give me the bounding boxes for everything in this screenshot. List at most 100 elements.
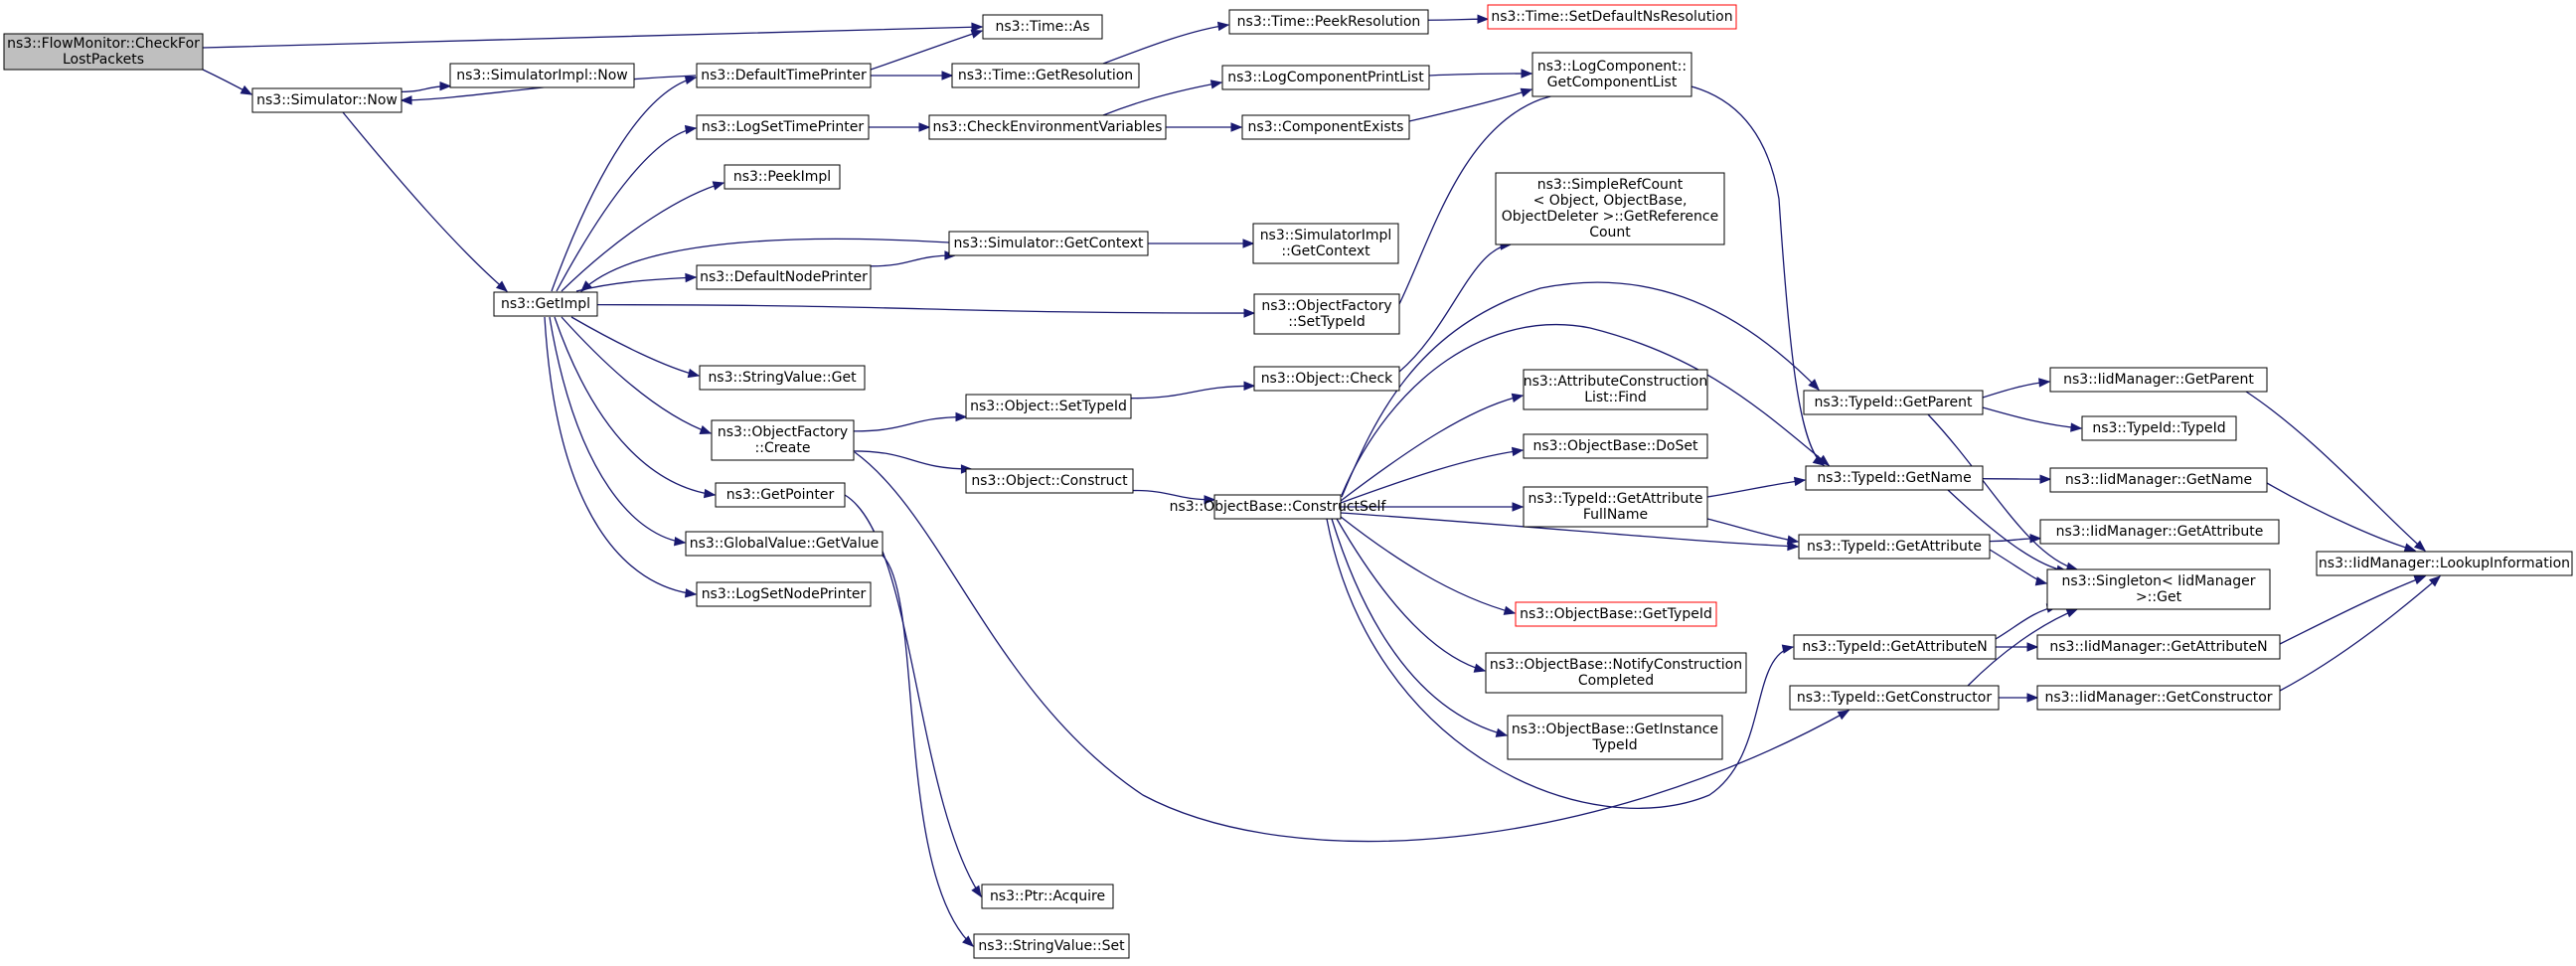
node-simimpl_getcontext[interactable]: ns3::SimulatorImpl::GetContext	[1252, 223, 1399, 264]
arrowhead-icon	[2038, 378, 2051, 388]
node-logcompprintlist[interactable]: ns3::LogComponentPrintList	[1221, 65, 1430, 90]
node-peekimpl[interactable]: ns3::PeekImpl	[724, 164, 841, 190]
node-sim_getcontext[interactable]: ns3::Simulator::GetContext	[948, 231, 1149, 256]
node-object_check[interactable]: ns3::Object::Check	[1253, 366, 1400, 392]
node-box	[696, 264, 872, 290]
node-objbase_doset[interactable]: ns3::ObjectBase::DoSet	[1523, 433, 1708, 459]
arrowhead-icon	[1503, 605, 1517, 615]
node-objfactory_create[interactable]: ns3::ObjectFactory::Create	[711, 419, 855, 461]
node-label: ns3::Singleton< IidManager	[2062, 573, 2256, 589]
node-getimpl[interactable]: ns3::GetImpl	[493, 291, 598, 317]
node-box	[1221, 65, 1430, 90]
node-iid_getparent[interactable]: ns3::IidManager::GetParent	[2049, 367, 2268, 393]
node-label: ns3::IidManager::GetAttribute	[2056, 524, 2264, 540]
node-typeid_getattributen[interactable]: ns3::TypeId::GetAttributeN	[1793, 634, 1997, 660]
node-label: ns3::ObjectBase::GetInstance	[1512, 722, 1718, 737]
node-defaulttimeprinter[interactable]: ns3::DefaultTimePrinter	[696, 63, 872, 88]
edge-line	[1102, 24, 1229, 65]
node-box	[928, 114, 1167, 140]
node-time_peekres[interactable]: ns3::Time::PeekResolution	[1228, 9, 1429, 35]
node-label: ns3::Time::SetDefaultNsResolution	[1491, 9, 1732, 25]
node-box	[1523, 369, 1708, 410]
node-object_settypeid[interactable]: ns3::Object::SetTypeId	[965, 394, 1132, 419]
edge-line	[2245, 391, 2426, 552]
node-label: ns3::TypeId::TypeId	[2092, 420, 2225, 436]
arrowhead-icon	[684, 75, 698, 85]
edge-line	[1130, 385, 1255, 400]
edge-line	[1340, 516, 1516, 614]
node-checkenv[interactable]: ns3::CheckEnvironmentVariables	[928, 114, 1167, 140]
node-label: ns3::DefaultNodePrinter	[700, 269, 868, 285]
edge-objbase_constructself-to-typeid_getparent	[1341, 281, 1820, 498]
node-typeid_getparent[interactable]: ns3::TypeId::GetParent	[1803, 390, 1984, 415]
node-label: ns3::LogComponentPrintList	[1227, 70, 1424, 85]
edge-root-to-sim_now	[202, 69, 253, 95]
node-box	[711, 419, 855, 461]
node-logsetnodeprinter[interactable]: ns3::LogSetNodePrinter	[696, 581, 872, 607]
node-getpointer[interactable]: ns3::GetPointer	[715, 482, 846, 508]
node-objbase_notify[interactable]: ns3::ObjectBase::NotifyConstructionCompl…	[1485, 652, 1747, 694]
edge-line	[853, 415, 967, 432]
node-label: < Object, ObjectBase,	[1533, 193, 1688, 209]
edge-getimpl-to-defaultnodeprinter	[575, 272, 698, 292]
arrowhead-icon	[2413, 575, 2427, 585]
node-objbase_gettypeid[interactable]: ns3::ObjectBase::GetTypeId	[1515, 601, 1717, 627]
node-box	[699, 365, 866, 391]
node-label: List::Find	[1584, 390, 1647, 405]
node-label: ns3::ObjectBase::NotifyConstruction	[1490, 657, 1742, 673]
node-iid_getconstructor[interactable]: ns3::IidManager::GetConstructor	[2036, 685, 2281, 711]
node-typeid_getconstructor[interactable]: ns3::TypeId::GetConstructor	[1789, 685, 2000, 711]
node-iid_getattribute[interactable]: ns3::IidManager::GetAttribute	[2039, 519, 2280, 545]
node-box	[982, 14, 1103, 40]
node-objfactory_settypeid[interactable]: ns3::ObjectFactory::SetTypeId	[1253, 293, 1400, 335]
edge-typeid_getconstructor-to-iid_getconstructor	[1998, 693, 2039, 703]
node-objbase_constructself[interactable]: ns3::ObjectBase::ConstructSelf	[1170, 494, 1387, 520]
node-label: ns3::ObjectFactory	[718, 424, 848, 440]
edge-line	[1947, 489, 2068, 572]
arrowhead-icon	[684, 124, 698, 135]
edge-getimpl-to-stringvalue_get	[570, 316, 701, 379]
node-label: TypeId	[1591, 737, 1637, 753]
node-time_as[interactable]: ns3::Time::As	[982, 14, 1103, 40]
node-logcomp_getlist[interactable]: ns3::LogComponent::GetComponentList	[1531, 52, 1692, 97]
node-object_construct[interactable]: ns3::Object::Construct	[965, 468, 1134, 494]
edge-componentexists-to-logcomp_getlist	[1408, 87, 1533, 122]
node-time_setdefault[interactable]: ns3::Time::SetDefaultNsResolution	[1487, 4, 1737, 30]
node-iid_getname[interactable]: ns3::IidManager::GetName	[2049, 467, 2268, 493]
node-label: ns3::Object::Construct	[971, 473, 1128, 489]
node-typeid_getattribute[interactable]: ns3::TypeId::GetAttribute	[1798, 534, 1991, 560]
node-simimpl_now[interactable]: ns3::SimulatorImpl::Now	[449, 63, 635, 88]
node-simplerefcount[interactable]: ns3::SimpleRefCount< Object, ObjectBase,…	[1495, 172, 1725, 245]
node-box	[1523, 433, 1708, 459]
node-stringvalue_set[interactable]: ns3::StringValue::Set	[973, 933, 1130, 959]
arrowhead-icon	[918, 122, 931, 132]
node-label: ns3::LogSetTimePrinter	[702, 119, 865, 135]
arrowhead-icon	[1243, 308, 1256, 318]
node-defaultnodeprinter[interactable]: ns3::DefaultNodePrinter	[696, 264, 872, 290]
node-ptr_acquire[interactable]: ns3::Ptr::Acquire	[981, 884, 1114, 909]
edge-objfactory_create-to-typeid_getconstructor	[854, 451, 1851, 843]
arrowhead-icon	[1495, 727, 1509, 737]
node-typeid_typeid[interactable]: ns3::TypeId::TypeId	[2081, 415, 2237, 441]
edge-line	[544, 316, 697, 595]
node-componentexists[interactable]: ns3::ComponentExists	[1241, 114, 1410, 140]
node-sim_now[interactable]: ns3::Simulator::Now	[251, 87, 402, 113]
node-iid_getattributen[interactable]: ns3::IidManager::GetAttributeN	[2036, 634, 2281, 660]
node-singleton_get[interactable]: ns3::Singleton< IidManager >::Get	[2046, 568, 2271, 610]
arrowhead-icon	[439, 80, 452, 91]
arrowhead-icon	[1781, 644, 1795, 654]
edge-defaulttimeprinter-to-time_as	[870, 29, 984, 71]
node-globalvalue_getvalue[interactable]: ns3::GlobalValue::GetValue	[685, 531, 884, 557]
node-typeid_getname[interactable]: ns3::TypeId::GetName	[1805, 465, 1984, 491]
node-logsettimeprinter[interactable]: ns3::LogSetTimePrinter	[696, 114, 870, 140]
edge-checkenv-to-componentexists	[1166, 122, 1243, 132]
node-label: ns3::StringValue::Set	[978, 938, 1125, 954]
node-time_getres[interactable]: ns3::Time::GetResolution	[951, 63, 1140, 88]
node-stringvalue_get[interactable]: ns3::StringValue::Get	[699, 365, 866, 391]
node-label: ns3::SimpleRefCount	[1537, 177, 1684, 193]
node-iid_lookupinfo[interactable]: ns3::IidManager::LookupInformation	[2316, 551, 2573, 576]
